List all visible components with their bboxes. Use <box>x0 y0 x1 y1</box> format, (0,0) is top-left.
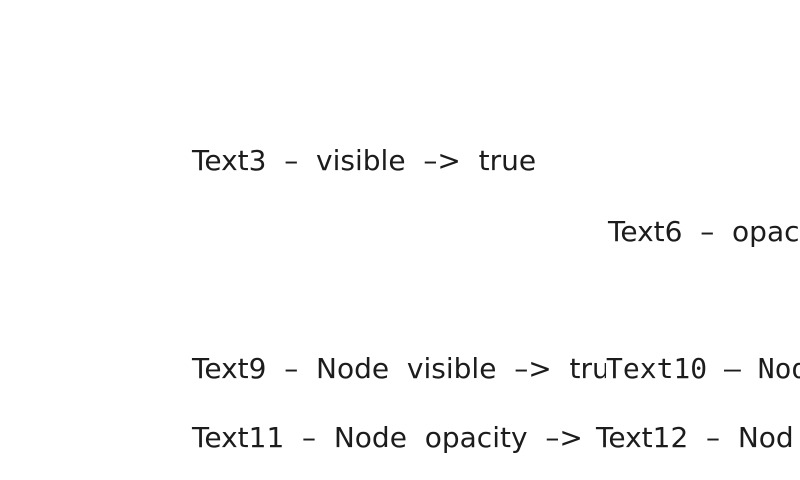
text11-label: Text11 – Node opacity –> ( <box>192 421 612 454</box>
text10-label: Text10 – Nod <box>606 352 800 386</box>
text9-label: Text9 – Node visible –> tru <box>192 352 610 385</box>
text12-label: Text12 – Nod <box>596 421 794 455</box>
text3-label: Text3 – visible –> true <box>192 144 537 177</box>
text6-label: Text6 – opac <box>608 215 800 249</box>
